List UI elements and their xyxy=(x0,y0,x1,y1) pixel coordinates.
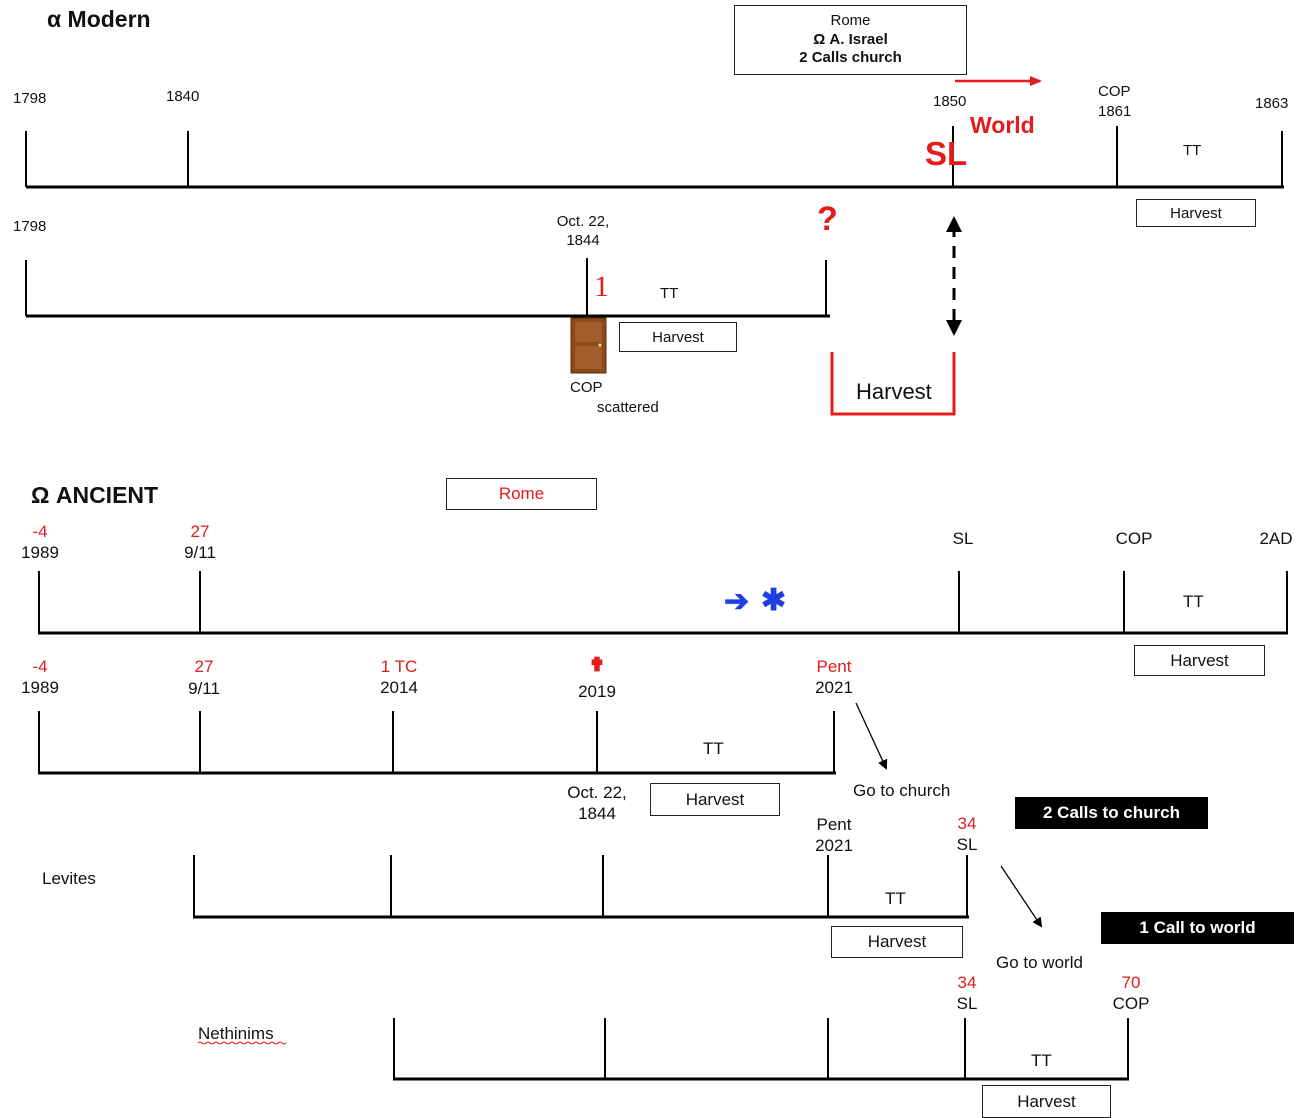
a1-cop: COP xyxy=(1115,529,1153,548)
a2-pent: Pent xyxy=(816,657,852,676)
number-one-marker: 1 xyxy=(594,270,609,303)
a2-2019: 2019 xyxy=(578,682,616,701)
go-to-church-label: Go to church xyxy=(853,781,951,800)
cross-icon: ✟ xyxy=(589,655,605,676)
neth-sl: SL xyxy=(956,994,978,1013)
arrowhead-down xyxy=(946,320,962,336)
neth-harvest-box: Harvest xyxy=(982,1085,1111,1118)
world-label: World xyxy=(970,112,1035,138)
modern-bottom-oct22: Oct. 22, xyxy=(556,213,610,230)
red-harvest-label: Harvest xyxy=(856,379,932,404)
neth-34: 34 xyxy=(957,973,977,992)
go-to-church-arrow xyxy=(855,702,888,770)
a2-1tc: 1 TC xyxy=(380,657,418,676)
levites-label: Levites xyxy=(42,869,96,888)
modern-bottom-1844: 1844 xyxy=(566,232,600,249)
lev-34: 34 xyxy=(957,814,977,833)
modern-bottom-tt: TT xyxy=(660,285,679,302)
modern-top-1863: 1863 xyxy=(1255,95,1289,112)
a2-harvest-box: Harvest xyxy=(650,783,780,816)
calls-to-church-badge: 2 Calls to church xyxy=(1015,797,1208,829)
rome-box-line3: 2 Calls church xyxy=(799,49,902,67)
sl-label: SL xyxy=(925,135,968,172)
modern-top-timeline xyxy=(25,126,1284,189)
scattered-label: scattered xyxy=(597,399,659,416)
modern-top-1840: 1840 xyxy=(166,88,200,105)
rome-box-line1: Rome xyxy=(830,11,871,29)
a2-oct22: Oct. 22, xyxy=(567,783,627,802)
a1-tt: TT xyxy=(1183,592,1204,611)
modern-title-label: Modern xyxy=(67,6,151,32)
a1-harvest-box: Harvest xyxy=(1134,645,1265,676)
a2-neg4: -4 xyxy=(32,657,48,676)
a2-1844: 1844 xyxy=(578,804,616,823)
ancient-title: Ω ANCIENT xyxy=(31,482,159,508)
modern-title: α Modern xyxy=(47,6,151,32)
door-icon xyxy=(570,317,607,374)
ancient-timeline-2 xyxy=(38,711,836,775)
modern-bottom-timeline xyxy=(25,258,830,318)
a1-911: 9/11 xyxy=(184,543,216,562)
ancient-rome-box: Rome xyxy=(446,478,597,510)
modern-bottom-cop: COP xyxy=(570,379,603,396)
a2-1989: 1989 xyxy=(21,678,59,697)
red-harvest-bracket xyxy=(830,352,956,416)
ancient-title-label: ANCIENT xyxy=(55,482,159,508)
nethinims-spellcheck-underline xyxy=(197,1041,287,1045)
a2-911: 9/11 xyxy=(188,679,220,698)
arrowhead-up xyxy=(946,216,962,232)
a2-27: 27 xyxy=(194,657,214,676)
neth-tt: TT xyxy=(1031,1051,1052,1070)
lev-2021: 2021 xyxy=(815,836,853,855)
modern-bottom-harvest-box: Harvest xyxy=(619,322,737,352)
neth-cop: COP xyxy=(1112,994,1150,1013)
a1-27: 27 xyxy=(190,522,210,541)
neth-70: 70 xyxy=(1121,973,1141,992)
lev-pent: Pent xyxy=(816,815,852,834)
blue-arrow-icon: ➔ xyxy=(724,585,750,618)
blue-star-icon: ✱ xyxy=(761,584,787,617)
rome-box-line2: Ω A. Israel xyxy=(813,30,888,48)
a1-1989: 1989 xyxy=(21,543,59,562)
lev-tt: TT xyxy=(885,889,906,908)
alpha-symbol: α xyxy=(47,6,62,32)
levites-timeline xyxy=(193,855,969,919)
nethinims-label: Nethinims xyxy=(198,1024,274,1043)
question-mark: ? xyxy=(817,200,838,238)
nethinims-timeline xyxy=(393,1018,1129,1081)
modern-top-1861: 1861 xyxy=(1098,103,1132,120)
omega-symbol: Ω xyxy=(31,482,50,508)
modern-top-cop: COP xyxy=(1098,83,1131,100)
go-to-world-label: Go to world xyxy=(996,953,1083,972)
rome-israel-box: Rome Ω A. Israel 2 Calls church xyxy=(734,5,967,75)
modern-bottom-1798: 1798 xyxy=(13,218,47,235)
go-to-world-arrow xyxy=(1000,865,1043,928)
modern-top-1850: 1850 xyxy=(933,93,967,110)
lev-harvest-box: Harvest xyxy=(831,926,963,958)
modern-top-1798: 1798 xyxy=(13,90,47,107)
lev-sl: SL xyxy=(956,835,978,854)
a1-sl: SL xyxy=(952,529,974,548)
modern-top-harvest-box: Harvest xyxy=(1136,199,1256,227)
ancient-timeline-1 xyxy=(38,571,1288,635)
a1-neg4: -4 xyxy=(32,522,48,541)
a1-2ad: 2AD xyxy=(1259,529,1293,548)
call-to-world-badge: 1 Call to world xyxy=(1101,912,1294,944)
a2-2014: 2014 xyxy=(380,678,418,697)
a2-tt: TT xyxy=(703,739,724,758)
modern-top-tt: TT xyxy=(1183,142,1202,159)
a2-2021: 2021 xyxy=(815,678,853,697)
